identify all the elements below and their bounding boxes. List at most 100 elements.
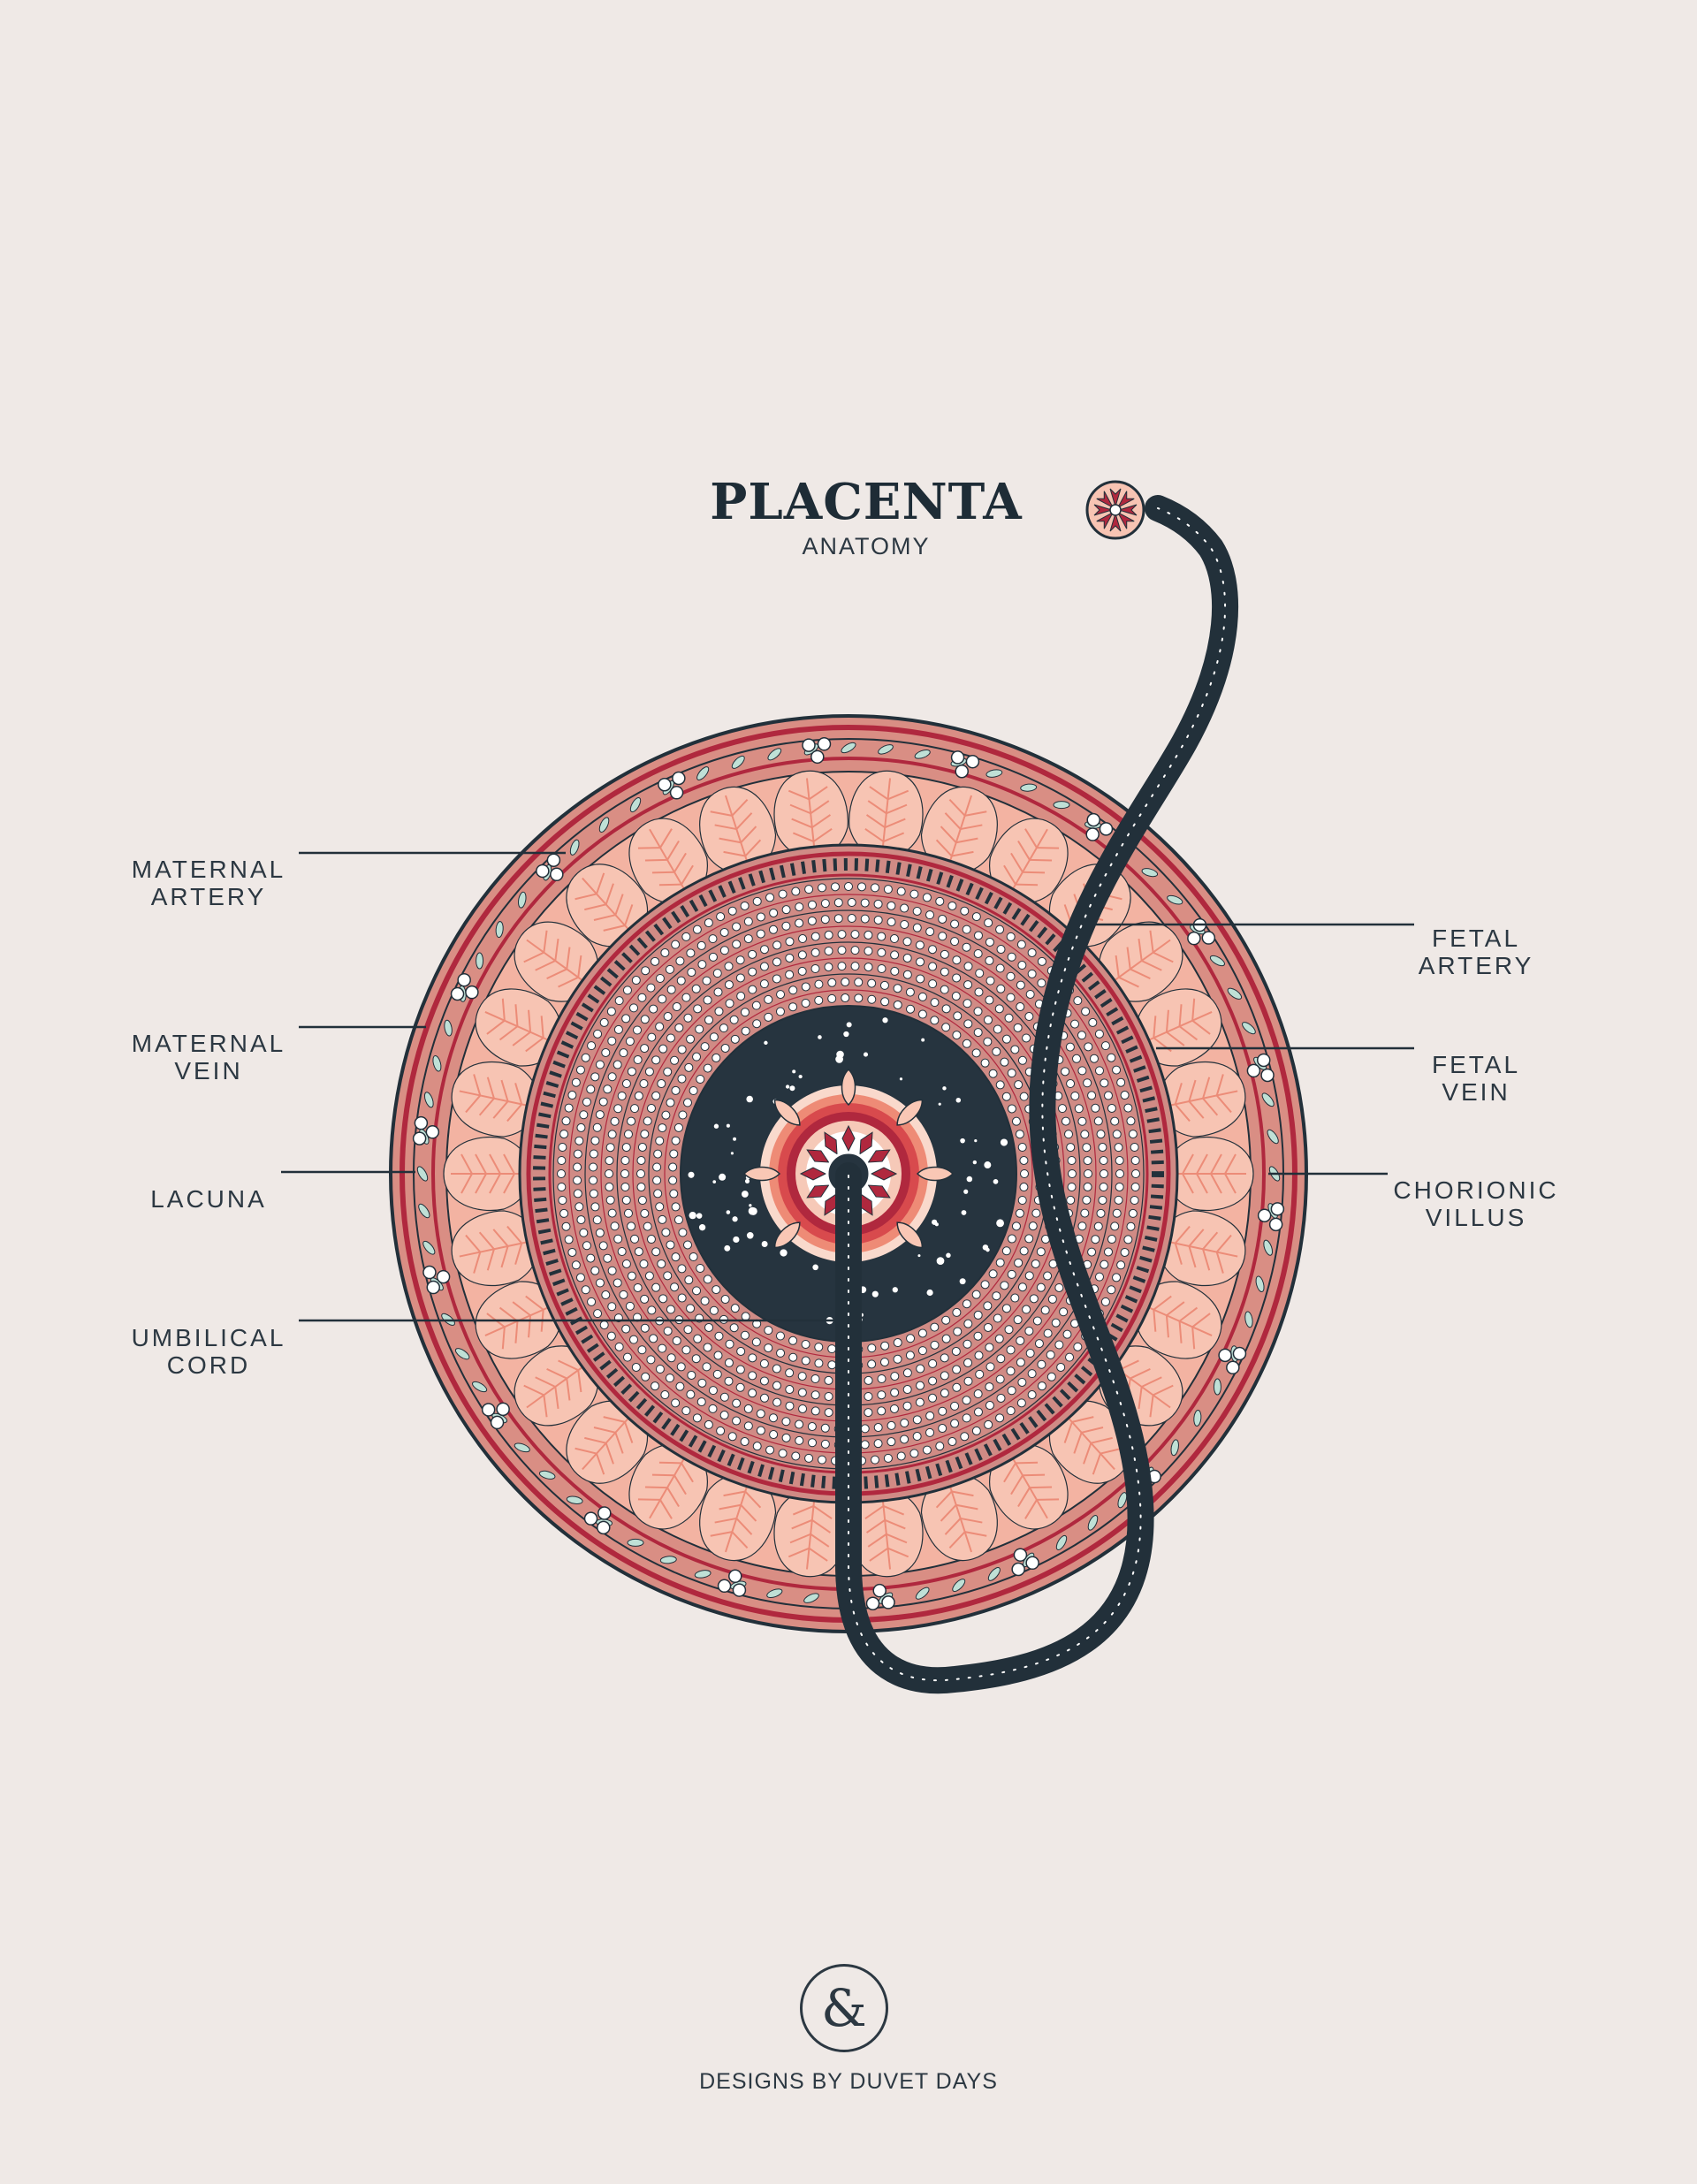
villus-dot xyxy=(621,1014,631,1024)
villus-dot xyxy=(1024,1012,1034,1022)
villus-dot xyxy=(1046,1372,1056,1381)
villus-dot xyxy=(1017,1196,1027,1206)
villus-dot xyxy=(686,1304,696,1313)
villus-dot xyxy=(704,1016,714,1025)
villus-dot xyxy=(941,1004,951,1014)
vine-leaf xyxy=(514,1442,530,1453)
villus-dot xyxy=(666,1305,675,1314)
villus-dot xyxy=(559,1208,569,1218)
villus-dot xyxy=(573,1176,582,1185)
villus-dot xyxy=(1084,1042,1093,1052)
villus-dot xyxy=(641,1372,651,1381)
villus-dot xyxy=(1014,1258,1024,1267)
villus-dot xyxy=(867,978,877,988)
villus-dot xyxy=(1007,1269,1016,1279)
villus-dot xyxy=(1123,1235,1133,1244)
villus-dot xyxy=(983,1322,993,1332)
villus-dot xyxy=(837,930,847,940)
villus-dot xyxy=(727,906,737,916)
vine-leaf xyxy=(803,1593,819,1603)
vine-leaf xyxy=(1167,894,1183,905)
villus-dot xyxy=(643,1116,652,1126)
villus-dot xyxy=(655,1136,665,1145)
villus-dot xyxy=(879,1358,889,1367)
star xyxy=(987,1163,992,1168)
villus-dot xyxy=(985,1343,994,1352)
villus-dot xyxy=(708,1386,718,1396)
villus-dot xyxy=(772,957,781,967)
villus-dot xyxy=(657,1079,666,1089)
vine-leaf xyxy=(841,742,856,754)
villus-dot xyxy=(641,966,651,976)
flower-spike xyxy=(806,1184,830,1199)
villus-dot xyxy=(1128,1130,1138,1139)
diagram-subtitle: ANATOMY xyxy=(802,533,931,559)
villus-dot xyxy=(725,999,734,1008)
villus-dot xyxy=(1126,1221,1136,1231)
villus-dot xyxy=(692,1052,702,1062)
villus-dot xyxy=(962,1039,971,1048)
villus-dot xyxy=(896,887,906,896)
villus-dot xyxy=(644,1271,654,1281)
villus-dot xyxy=(1096,1130,1106,1139)
villus-dot xyxy=(900,903,909,913)
villus-dot xyxy=(1088,1017,1098,1027)
villus-dot xyxy=(993,1313,1002,1323)
villus-dot xyxy=(928,1393,938,1403)
villus-dot xyxy=(1100,1259,1109,1269)
villus-dot xyxy=(785,1385,795,1395)
villus-dot xyxy=(1070,1019,1080,1029)
villus-dot xyxy=(1054,1282,1064,1292)
villus-dot xyxy=(665,964,674,974)
villus-dot xyxy=(735,973,745,983)
villus-dot xyxy=(896,1451,906,1461)
villus-dot xyxy=(879,980,889,990)
star xyxy=(938,1102,941,1106)
villus-dot xyxy=(824,1408,833,1418)
villus-dot xyxy=(558,1143,567,1153)
villus-dot xyxy=(678,1228,688,1237)
villus-dot xyxy=(1017,961,1027,970)
villus-dot xyxy=(709,1305,719,1315)
star xyxy=(961,1210,967,1215)
villus-dot xyxy=(973,1331,983,1341)
vine-leaf xyxy=(566,1495,583,1504)
villus-dot xyxy=(756,1409,765,1419)
villus-dot xyxy=(660,947,670,957)
villus-dot xyxy=(1019,1183,1029,1192)
berry-cluster xyxy=(583,1506,612,1535)
villus-dot xyxy=(1080,1130,1090,1139)
villus-dot xyxy=(950,1401,960,1411)
villus-dot xyxy=(797,1388,807,1397)
villus-dot xyxy=(917,1328,927,1338)
villus-dot xyxy=(713,987,723,997)
villus-dot xyxy=(963,1358,973,1367)
villus-dot xyxy=(795,1419,804,1429)
villus-dot xyxy=(854,993,864,1003)
villus-dot xyxy=(567,1247,577,1257)
villus-dot xyxy=(860,1424,870,1434)
villus-dot xyxy=(768,1413,778,1423)
star xyxy=(780,1249,788,1257)
villus-dot xyxy=(1024,1271,1034,1281)
villus-dot xyxy=(759,979,769,989)
villus-dot xyxy=(712,1369,722,1379)
villus-dot xyxy=(1112,1273,1122,1282)
villus-dot xyxy=(995,1258,1005,1267)
villus-dot xyxy=(952,1307,962,1317)
villus-dot xyxy=(696,1074,705,1084)
villus-dot xyxy=(1057,1104,1067,1114)
villus-dot xyxy=(963,999,972,1008)
villus-dot xyxy=(613,1104,623,1114)
villus-dot xyxy=(818,883,827,893)
villus-dot xyxy=(601,1047,611,1057)
villus-dot xyxy=(1094,1029,1104,1039)
villus-dot xyxy=(847,914,856,924)
villus-dot xyxy=(1054,1340,1064,1350)
villus-dot xyxy=(909,889,919,899)
villus-dot xyxy=(640,1044,650,1054)
villus-dot xyxy=(1082,1195,1092,1205)
star xyxy=(696,1213,703,1219)
star xyxy=(955,1097,962,1103)
